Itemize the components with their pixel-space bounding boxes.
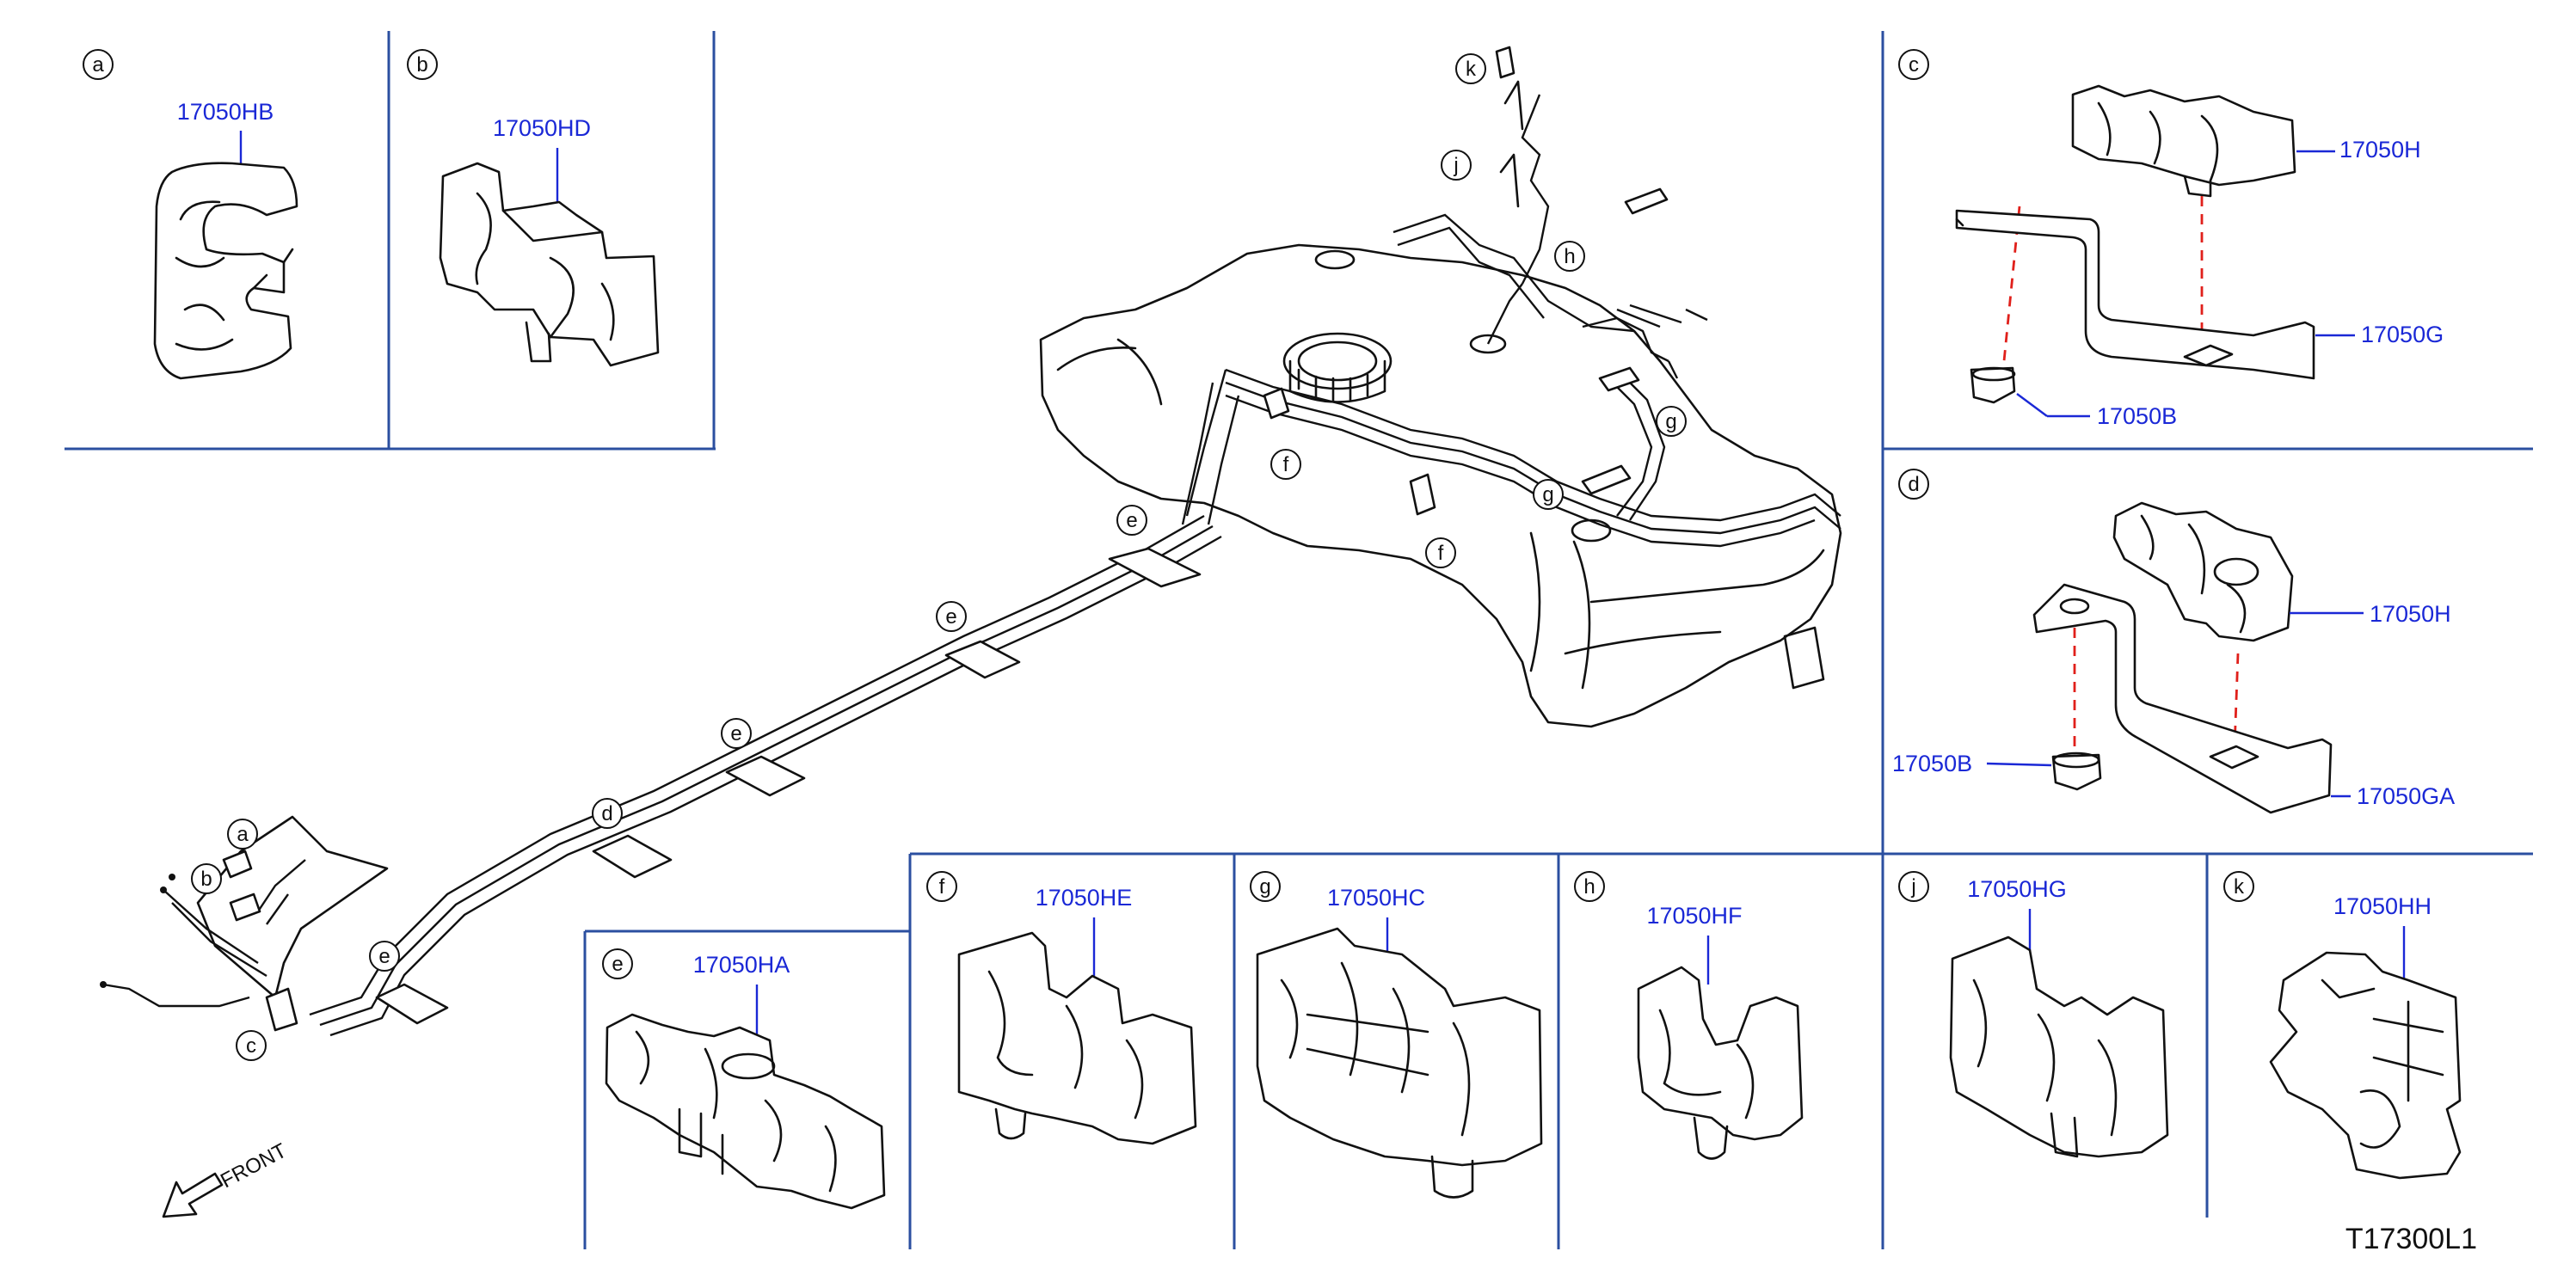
callout-j-panel-circle — [1898, 871, 1929, 902]
panel-d: d 17050H 17050GA 17050B — [1892, 469, 2455, 814]
panel-j-callout: j — [1910, 875, 1915, 899]
callout-a-circle — [83, 49, 114, 80]
clip-17050ha-drawing — [605, 1013, 886, 1210]
clip-17050hf-drawing — [1637, 966, 1804, 1160]
part-number-17050hd: 17050HD — [493, 115, 591, 141]
panel-b-callout: b — [416, 53, 427, 77]
main-callout-k: k — [1466, 58, 1477, 81]
part-number-17050ha: 17050HA — [693, 952, 790, 978]
part-number-17050h-c: 17050H — [2339, 137, 2421, 163]
part-number-17050h-d: 17050H — [2370, 601, 2451, 627]
panel-d-callout: d — [1908, 473, 1919, 496]
main-callout-e-1: e — [730, 722, 741, 745]
diagram-code: T17300L1 — [2345, 1223, 2477, 1255]
callout-d-circle — [1898, 469, 1929, 500]
panel-c: c 17050H 17050G 17050B — [1898, 49, 2444, 429]
clip-17050hd-drawing — [439, 162, 660, 367]
panel-j: j 17050HG — [1898, 871, 2169, 1158]
clip-17050hb-drawing — [153, 162, 298, 380]
clip-17050h-drawing-c — [2071, 84, 2296, 198]
clip-17050hh-drawing — [2269, 951, 2462, 1180]
panel-dividers — [65, 31, 2533, 1249]
part-number-17050hc: 17050HC — [1327, 885, 1425, 911]
bracket-17050g-drawing — [1955, 209, 2315, 380]
panel-h: h 17050HF — [1574, 871, 1804, 1160]
clip-17050h-drawing-d — [2112, 501, 2294, 642]
callout-g-panel-circle — [1250, 871, 1281, 902]
panel-a-callout: a — [92, 53, 104, 77]
bracket-17050ga-drawing — [2032, 583, 2333, 814]
callout-c-circle — [1898, 49, 1929, 80]
callout-f-panel-circle — [926, 871, 957, 902]
nut-17050b-drawing-d — [2051, 751, 2102, 791]
callout-e-panel-circle — [602, 948, 633, 979]
main-callout-c: c — [246, 1034, 256, 1058]
clip-17050hc-drawing — [1256, 927, 1543, 1199]
front-arrow-icon — [162, 1172, 224, 1218]
panel-g: g 17050HC — [1250, 871, 1543, 1199]
part-number-17050hf: 17050HF — [1646, 903, 1742, 929]
clip-17050hg-drawing — [1949, 936, 2169, 1158]
part-number-17050b-c: 17050B — [2097, 403, 2177, 429]
main-callouts: a b c e d e e e f f g g h j k — [191, 53, 1687, 1061]
callout-b-circle — [407, 49, 438, 80]
main-callout-g-1: g — [1542, 483, 1553, 506]
main-callout-a: a — [237, 823, 249, 846]
panel-c-callout: c — [1909, 53, 1919, 77]
main-callout-d: d — [601, 802, 612, 825]
fuel-tank-assembly — [1039, 46, 1842, 728]
front-direction-indicator: FRONT — [162, 1138, 291, 1218]
panel-k: k 17050HH — [2223, 871, 2462, 1180]
panel-e: e 17050HA — [602, 948, 886, 1210]
part-number-17050hh: 17050HH — [2333, 893, 2432, 919]
front-label: FRONT — [217, 1138, 291, 1193]
part-number-17050hb: 17050HB — [177, 99, 274, 125]
part-number-17050ga: 17050GA — [2357, 783, 2455, 809]
fuel-line-run — [100, 514, 1222, 1037]
panel-a: a 17050HB — [83, 49, 298, 380]
panel-g-callout: g — [1259, 875, 1270, 899]
panel-h-callout: h — [1583, 875, 1595, 899]
part-number-17050he: 17050HE — [1036, 885, 1133, 911]
panel-f: f 17050HE — [926, 871, 1197, 1145]
main-callout-f-1: f — [1283, 453, 1289, 476]
main-callout-g-2: g — [1665, 410, 1676, 433]
part-number-17050b-d: 17050B — [1892, 751, 1972, 776]
part-number-17050g: 17050G — [2361, 322, 2444, 347]
main-callout-e-3: e — [1126, 509, 1137, 532]
panel-k-callout: k — [2234, 875, 2245, 899]
panel-f-callout: f — [939, 875, 945, 899]
main-callout-b: b — [200, 868, 212, 891]
main-callout-e-rear: e — [378, 945, 390, 968]
clip-17050he-drawing — [957, 931, 1197, 1145]
panel-e-callout: e — [612, 953, 623, 976]
panel-b: b 17050HD — [407, 49, 660, 367]
nut-17050b-drawing-c — [1970, 366, 2016, 404]
callout-h-panel-circle — [1574, 871, 1605, 902]
main-callout-f-2: f — [1438, 542, 1444, 565]
main-callout-e-2: e — [945, 605, 956, 629]
callout-k-panel-circle — [2223, 871, 2254, 902]
main-callout-j: j — [1453, 154, 1458, 177]
main-callout-h: h — [1564, 245, 1575, 268]
part-number-17050hg: 17050HG — [1967, 876, 2067, 902]
